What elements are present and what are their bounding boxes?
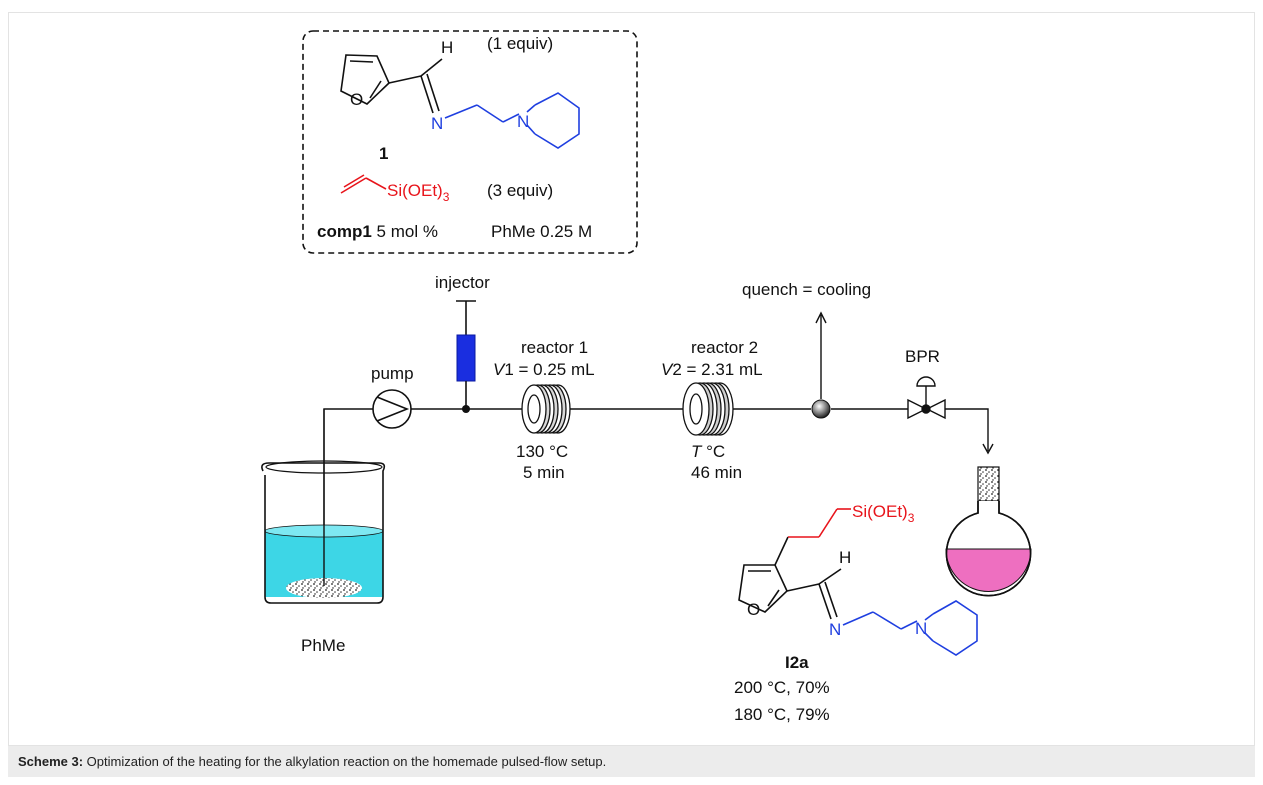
product-result-2: 180 °C, 79%	[734, 705, 830, 724]
compound-1-structure	[340, 54, 443, 114]
imine-nitrogen: N	[431, 114, 443, 133]
reactor-1-name: reactor 1	[521, 338, 588, 357]
caption-label: Scheme 3:	[18, 754, 84, 769]
product-structure	[738, 536, 842, 620]
imine-hydrogen: H	[441, 38, 453, 57]
product-name: I2a	[785, 653, 809, 672]
product-imine-hydrogen: H	[839, 548, 851, 567]
reactor-2-name: reactor 2	[691, 338, 758, 357]
pump-icon	[372, 389, 412, 429]
product-silane-chain	[788, 508, 851, 538]
product-result-1: 200 °C, 70%	[734, 678, 830, 697]
compound-1-amine	[444, 92, 580, 149]
vinylsilane-structure	[340, 174, 387, 194]
injector-icon	[456, 300, 476, 413]
compound-1-label: 1	[379, 144, 388, 163]
reactor-2-volume: V2 = 2.31 mL	[661, 360, 763, 379]
solvent-beaker	[261, 409, 386, 604]
equiv-1-label: (1 equiv)	[487, 34, 553, 53]
reactor-1-coil	[521, 384, 571, 434]
solvent-concentration: PhMe 0.25 M	[491, 222, 592, 241]
reactor-1-time: 5 min	[523, 463, 565, 482]
product-furan-oxygen: O	[747, 600, 760, 619]
injector-label: injector	[435, 273, 490, 292]
furan-oxygen: O	[350, 90, 363, 109]
equiv-3-label: (3 equiv)	[487, 181, 553, 200]
piperidine-nitrogen: N	[517, 112, 529, 131]
scheme-diagram: O H N N (1 equiv) 1 Si(OEt)3 (3 equiv) c…	[261, 30, 1032, 724]
bpr-label: BPR	[905, 347, 940, 366]
product-silane-formula: Si(OEt)3	[852, 502, 915, 525]
collection-flask	[945, 466, 1032, 597]
product-piperidine-nitrogen: N	[915, 619, 927, 638]
product-amine	[842, 600, 978, 656]
caption-text: Optimization of the heating for the alky…	[83, 754, 607, 769]
product-imine-nitrogen: N	[829, 620, 841, 639]
beaker-solvent-label: PhMe	[301, 636, 345, 655]
catalyst-line: comp1 5 mol %	[317, 222, 438, 241]
figure-caption: Scheme 3: Optimization of the heating fo…	[18, 754, 606, 769]
reactor-2-time: 46 min	[691, 463, 742, 482]
reactor-1-temperature: 130 °C	[516, 442, 568, 461]
pump-label: pump	[371, 364, 414, 383]
reagents-box: O H N N (1 equiv) 1 Si(OEt)3 (3 equiv) c…	[302, 30, 638, 254]
vinylsilane-formula: Si(OEt)3	[387, 181, 450, 204]
reactor-2-temperature: T °C	[691, 442, 725, 461]
bpr-valve-icon	[907, 376, 946, 420]
reactor-1-volume: V1 = 0.25 mL	[493, 360, 595, 379]
caption-bar: Scheme 3: Optimization of the heating fo…	[8, 745, 1255, 777]
quench-label: quench = cooling	[742, 280, 871, 299]
scheme-figure: O H N N (1 equiv) 1 Si(OEt)3 (3 equiv) c…	[8, 12, 1255, 757]
flow-tubing	[323, 408, 994, 546]
reactor-2-coil	[682, 382, 734, 436]
quench-junction	[811, 311, 831, 419]
